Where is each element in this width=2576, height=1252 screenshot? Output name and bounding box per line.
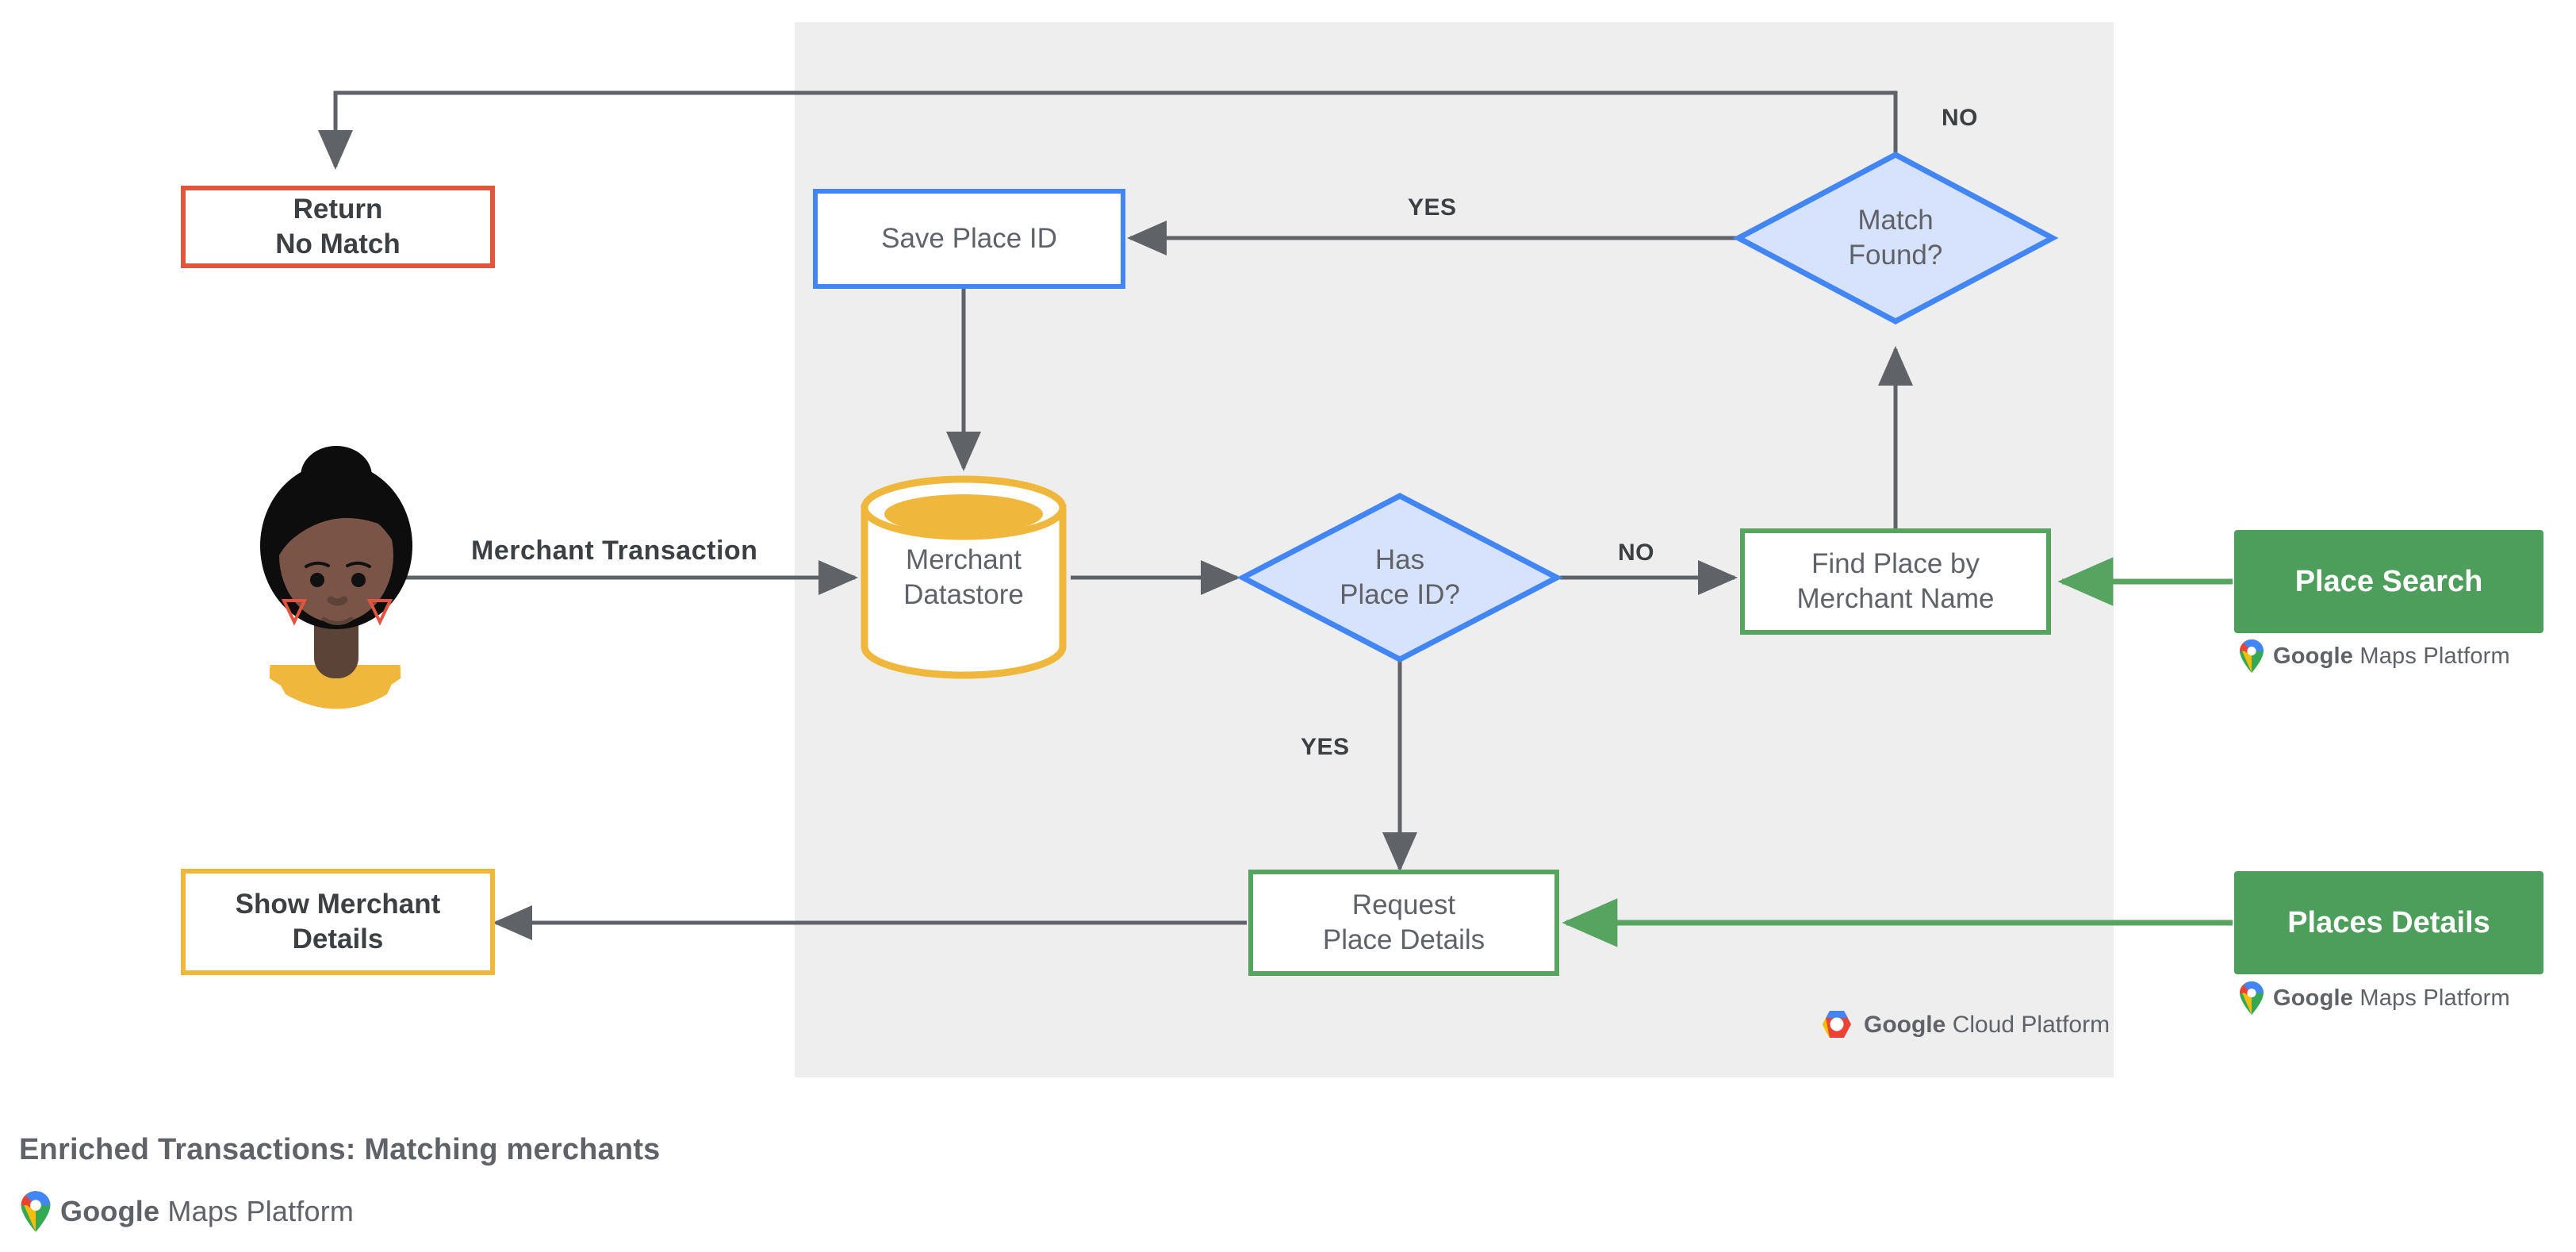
node-places-details[interactable]: Places Details (2234, 871, 2543, 974)
page-title: Enriched Transactions: Matching merchant… (19, 1133, 661, 1166)
logo-text: Google Maps Platform (2273, 985, 2510, 1011)
node-merchant-datastore[interactable]: Merchant Datastore (857, 538, 1071, 617)
node-request-place-details[interactable]: Request Place Details (1248, 870, 1559, 976)
node-label: Places Details (2287, 906, 2490, 939)
logo-text: Google Maps Platform (60, 1195, 355, 1227)
node-label: Match Found? (1848, 205, 1943, 271)
node-place-search[interactable]: Place Search (2234, 530, 2543, 633)
maps-pin-icon (21, 1191, 51, 1232)
edge-label-match-found-yes: YES (1408, 194, 1457, 221)
merchant-person-avatar (260, 446, 412, 709)
cloud-hexagon-icon (1823, 1011, 1851, 1038)
node-label: Merchant Datastore (903, 544, 1024, 610)
maps-pin-icon (2240, 981, 2264, 1015)
node-label: Show Merchant Details (235, 889, 441, 954)
edge-label-merchant-transaction: Merchant Transaction (471, 536, 758, 566)
edge-label-has-place-id-yes: YES (1301, 734, 1350, 760)
maps-pin-icon (2240, 639, 2264, 673)
google-cloud-platform-logo: Google Cloud Platform (1819, 1009, 2110, 1041)
edge-match-no-to-return (318, 90, 1898, 171)
node-match-found[interactable]: Match Found? (1777, 197, 2014, 279)
match-found-diamond (1732, 152, 2059, 325)
edge-label-has-place-id-no: NO (1618, 540, 1654, 566)
logo-text: Google Maps Platform (2273, 643, 2510, 669)
google-maps-platform-logo-places-details: Google Maps Platform (2238, 981, 2510, 1016)
edge-label-match-found-no: NO (1942, 105, 1978, 131)
logo-text: Google Cloud Platform (1864, 1012, 2110, 1038)
node-has-place-id[interactable]: Has Place ID? (1285, 536, 1515, 619)
node-label: Has Place ID? (1340, 544, 1460, 610)
node-label: Request Place Details (1322, 889, 1485, 955)
node-label: Find Place by Merchant Name (1796, 548, 1995, 614)
node-label: Return No Match (275, 194, 401, 259)
merchant-datastore-cylinder (861, 475, 1067, 679)
node-show-merchant-details[interactable]: Show Merchant Details (181, 869, 495, 975)
node-find-place-by-merchant-name[interactable]: Find Place by Merchant Name (1740, 528, 2051, 635)
node-label: Place Search (2294, 565, 2483, 598)
node-save-place-id[interactable]: Save Place ID (813, 189, 1125, 289)
google-maps-platform-logo-footer: Google Maps Platform (19, 1190, 354, 1233)
has-place-id-diamond (1236, 493, 1563, 662)
node-label: Save Place ID (881, 223, 1057, 254)
google-maps-platform-logo-place-search: Google Maps Platform (2238, 639, 2510, 674)
node-return-no-match[interactable]: Return No Match (181, 186, 495, 268)
